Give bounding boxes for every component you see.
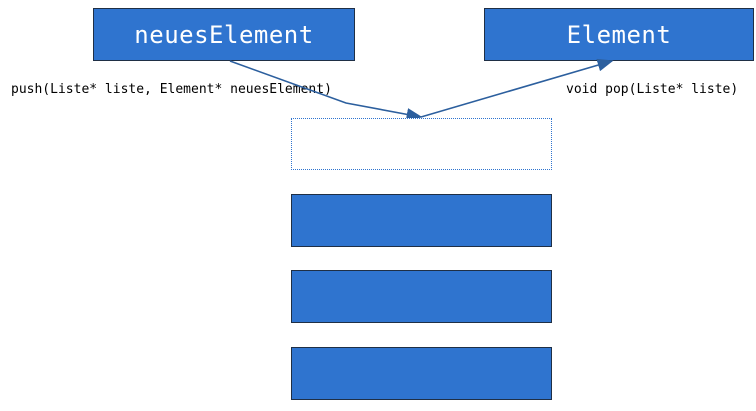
push-signature: push(Liste* liste, Element* neuesElement… (11, 82, 332, 97)
stack-empty-slot (291, 118, 552, 170)
pop-signature: void pop(Liste* liste) (566, 82, 739, 97)
new-element-label: neuesElement (134, 20, 314, 49)
new-element-box: neuesElement (93, 8, 355, 61)
stack-element (291, 194, 552, 247)
popped-element-label: Element (566, 20, 672, 49)
stack-element (291, 347, 552, 400)
push-arrow (229, 60, 423, 121)
popped-element-box: Element (484, 8, 754, 61)
pop-arrow (420, 58, 614, 118)
stack-element (291, 270, 552, 323)
